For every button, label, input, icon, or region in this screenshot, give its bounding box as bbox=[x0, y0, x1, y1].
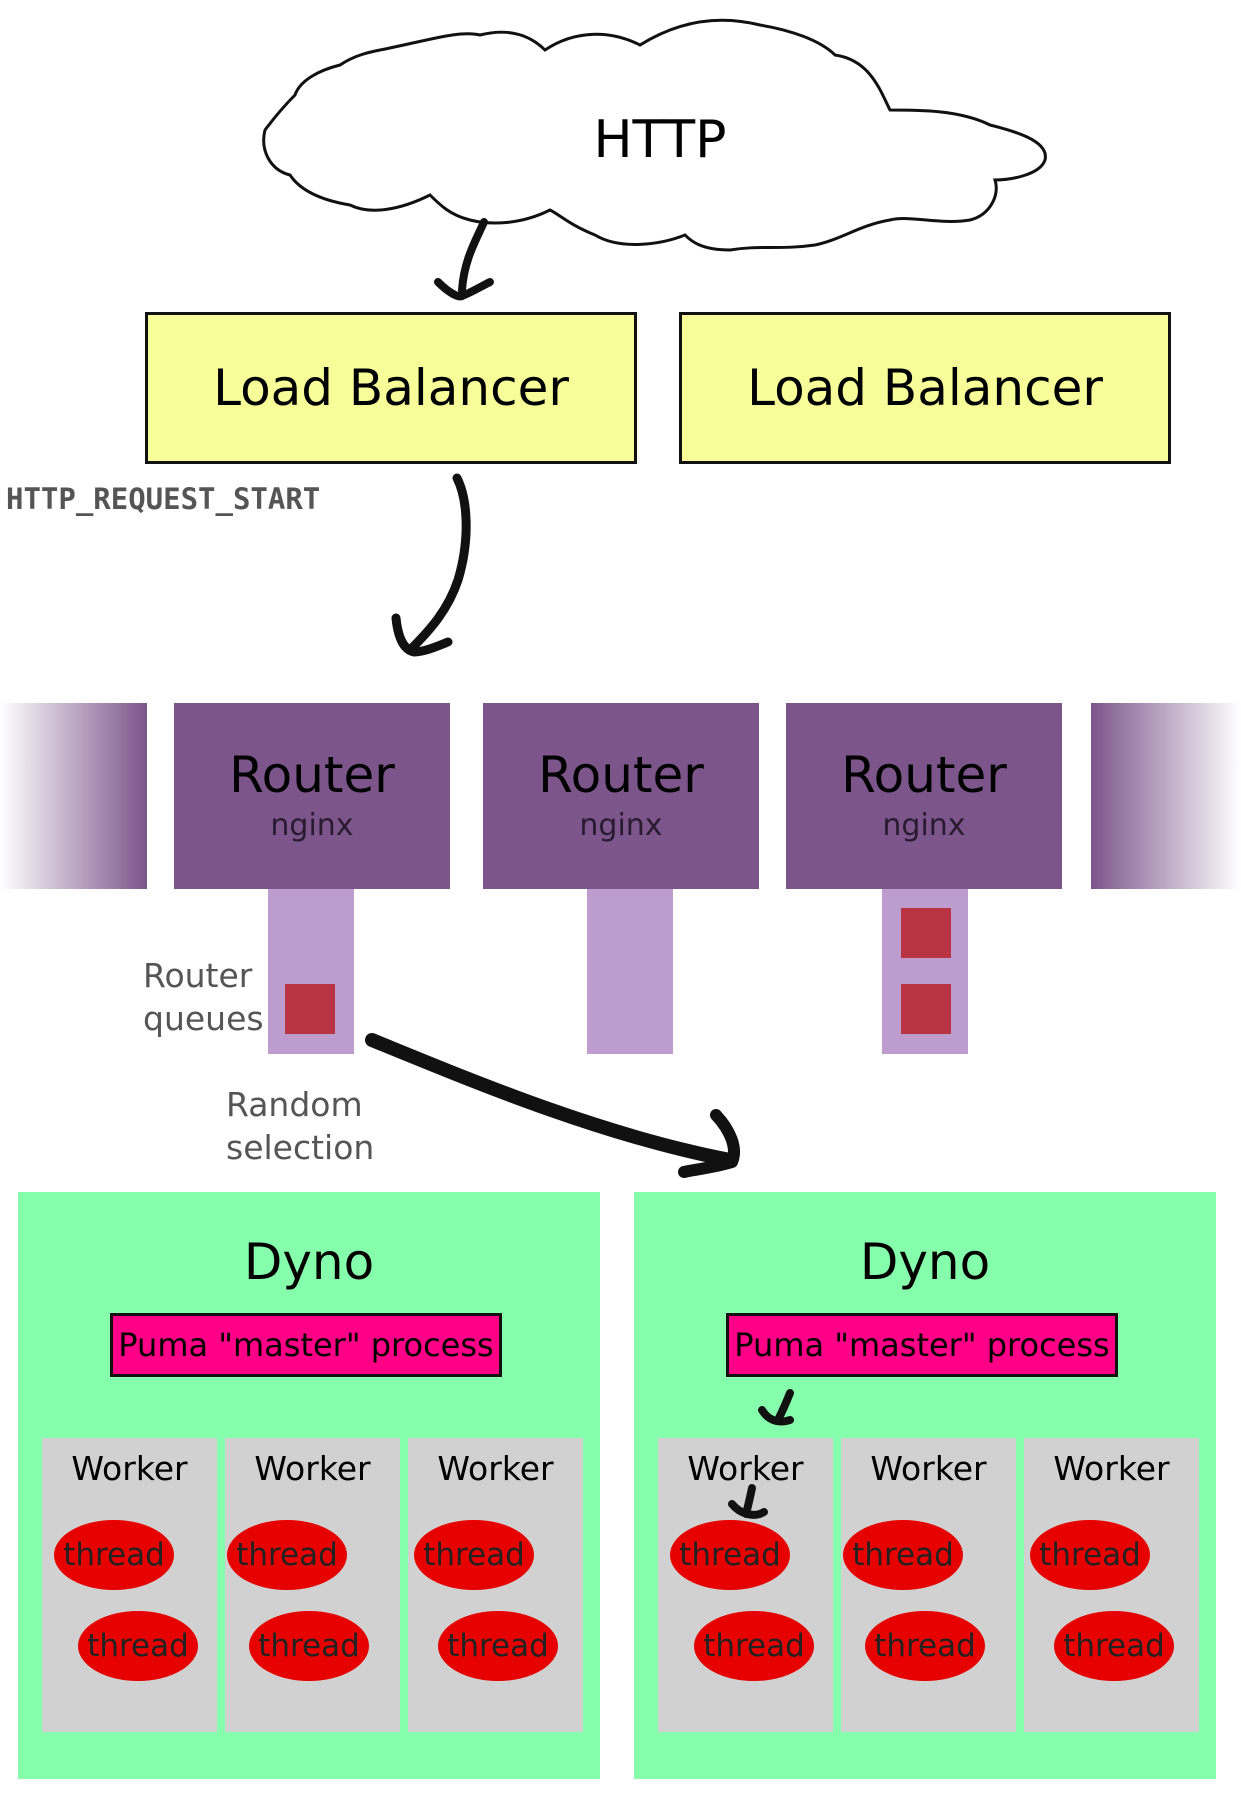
router-2: Router nginx bbox=[483, 703, 759, 889]
worker-label: Worker bbox=[254, 1448, 371, 1488]
puma-master-process: Puma "master" process bbox=[726, 1313, 1118, 1377]
request-header-label: HTTP_REQUEST_START bbox=[6, 482, 321, 516]
puma-master-process: Puma "master" process bbox=[110, 1313, 502, 1377]
worker: Worker thread thread bbox=[841, 1438, 1016, 1732]
thread: thread bbox=[249, 1611, 369, 1681]
worker-label: Worker bbox=[1053, 1448, 1170, 1488]
router-subtitle: nginx bbox=[270, 807, 354, 843]
router-title: Router bbox=[229, 745, 395, 804]
thread: thread bbox=[438, 1611, 558, 1681]
thread: thread bbox=[1030, 1520, 1150, 1590]
router-queue-2 bbox=[587, 889, 673, 1054]
worker: Worker thread thread bbox=[1024, 1438, 1199, 1732]
worker-label: Worker bbox=[870, 1448, 987, 1488]
thread: thread bbox=[694, 1611, 814, 1681]
thread: thread bbox=[1054, 1611, 1174, 1681]
arrow-http-to-lb bbox=[458, 218, 488, 294]
router-subtitle: nginx bbox=[882, 807, 966, 843]
router-row-fade-left bbox=[0, 703, 147, 889]
thread: thread bbox=[865, 1611, 985, 1681]
queued-request bbox=[901, 984, 951, 1034]
worker: Worker thread thread bbox=[658, 1438, 833, 1732]
thread: thread bbox=[227, 1520, 347, 1590]
router-queue-3 bbox=[882, 889, 968, 1054]
worker: Worker thread thread bbox=[42, 1438, 217, 1732]
thread: thread bbox=[54, 1520, 174, 1590]
queued-request bbox=[285, 984, 335, 1034]
dyno-1: Dyno Puma "master" process Worker thread… bbox=[18, 1192, 600, 1779]
dyno-title: Dyno bbox=[859, 1233, 991, 1291]
thread: thread bbox=[78, 1611, 198, 1681]
router-title: Router bbox=[538, 745, 704, 804]
worker: Worker thread thread bbox=[225, 1438, 400, 1732]
dyno-title: Dyno bbox=[243, 1233, 375, 1291]
worker-label: Worker bbox=[71, 1448, 188, 1488]
queued-request bbox=[901, 908, 951, 958]
random-selection-label: Random selection bbox=[226, 1085, 375, 1167]
worker-label: Worker bbox=[437, 1448, 554, 1488]
thread: thread bbox=[414, 1520, 534, 1590]
router-title: Router bbox=[841, 745, 1007, 804]
router-1: Router nginx bbox=[174, 703, 450, 889]
load-balancer-2: Load Balancer bbox=[679, 312, 1171, 464]
router-3: Router nginx bbox=[786, 703, 1062, 889]
thread: thread bbox=[843, 1520, 963, 1590]
worker-label: Worker bbox=[687, 1448, 804, 1488]
router-queues-label: Router queues bbox=[143, 956, 264, 1038]
arrow-random-selection bbox=[365, 1033, 737, 1167]
router-queue-1 bbox=[268, 889, 354, 1054]
dyno-2: Dyno Puma "master" process Worker thread… bbox=[634, 1192, 1216, 1779]
http-label: HTTP bbox=[593, 110, 727, 170]
router-subtitle: nginx bbox=[579, 807, 663, 843]
load-balancer-1: Load Balancer bbox=[145, 312, 637, 464]
router-row-fade-right bbox=[1091, 703, 1241, 889]
thread: thread bbox=[670, 1520, 790, 1590]
worker: Worker thread thread bbox=[408, 1438, 583, 1732]
arrow-lb-to-router bbox=[407, 473, 471, 653]
